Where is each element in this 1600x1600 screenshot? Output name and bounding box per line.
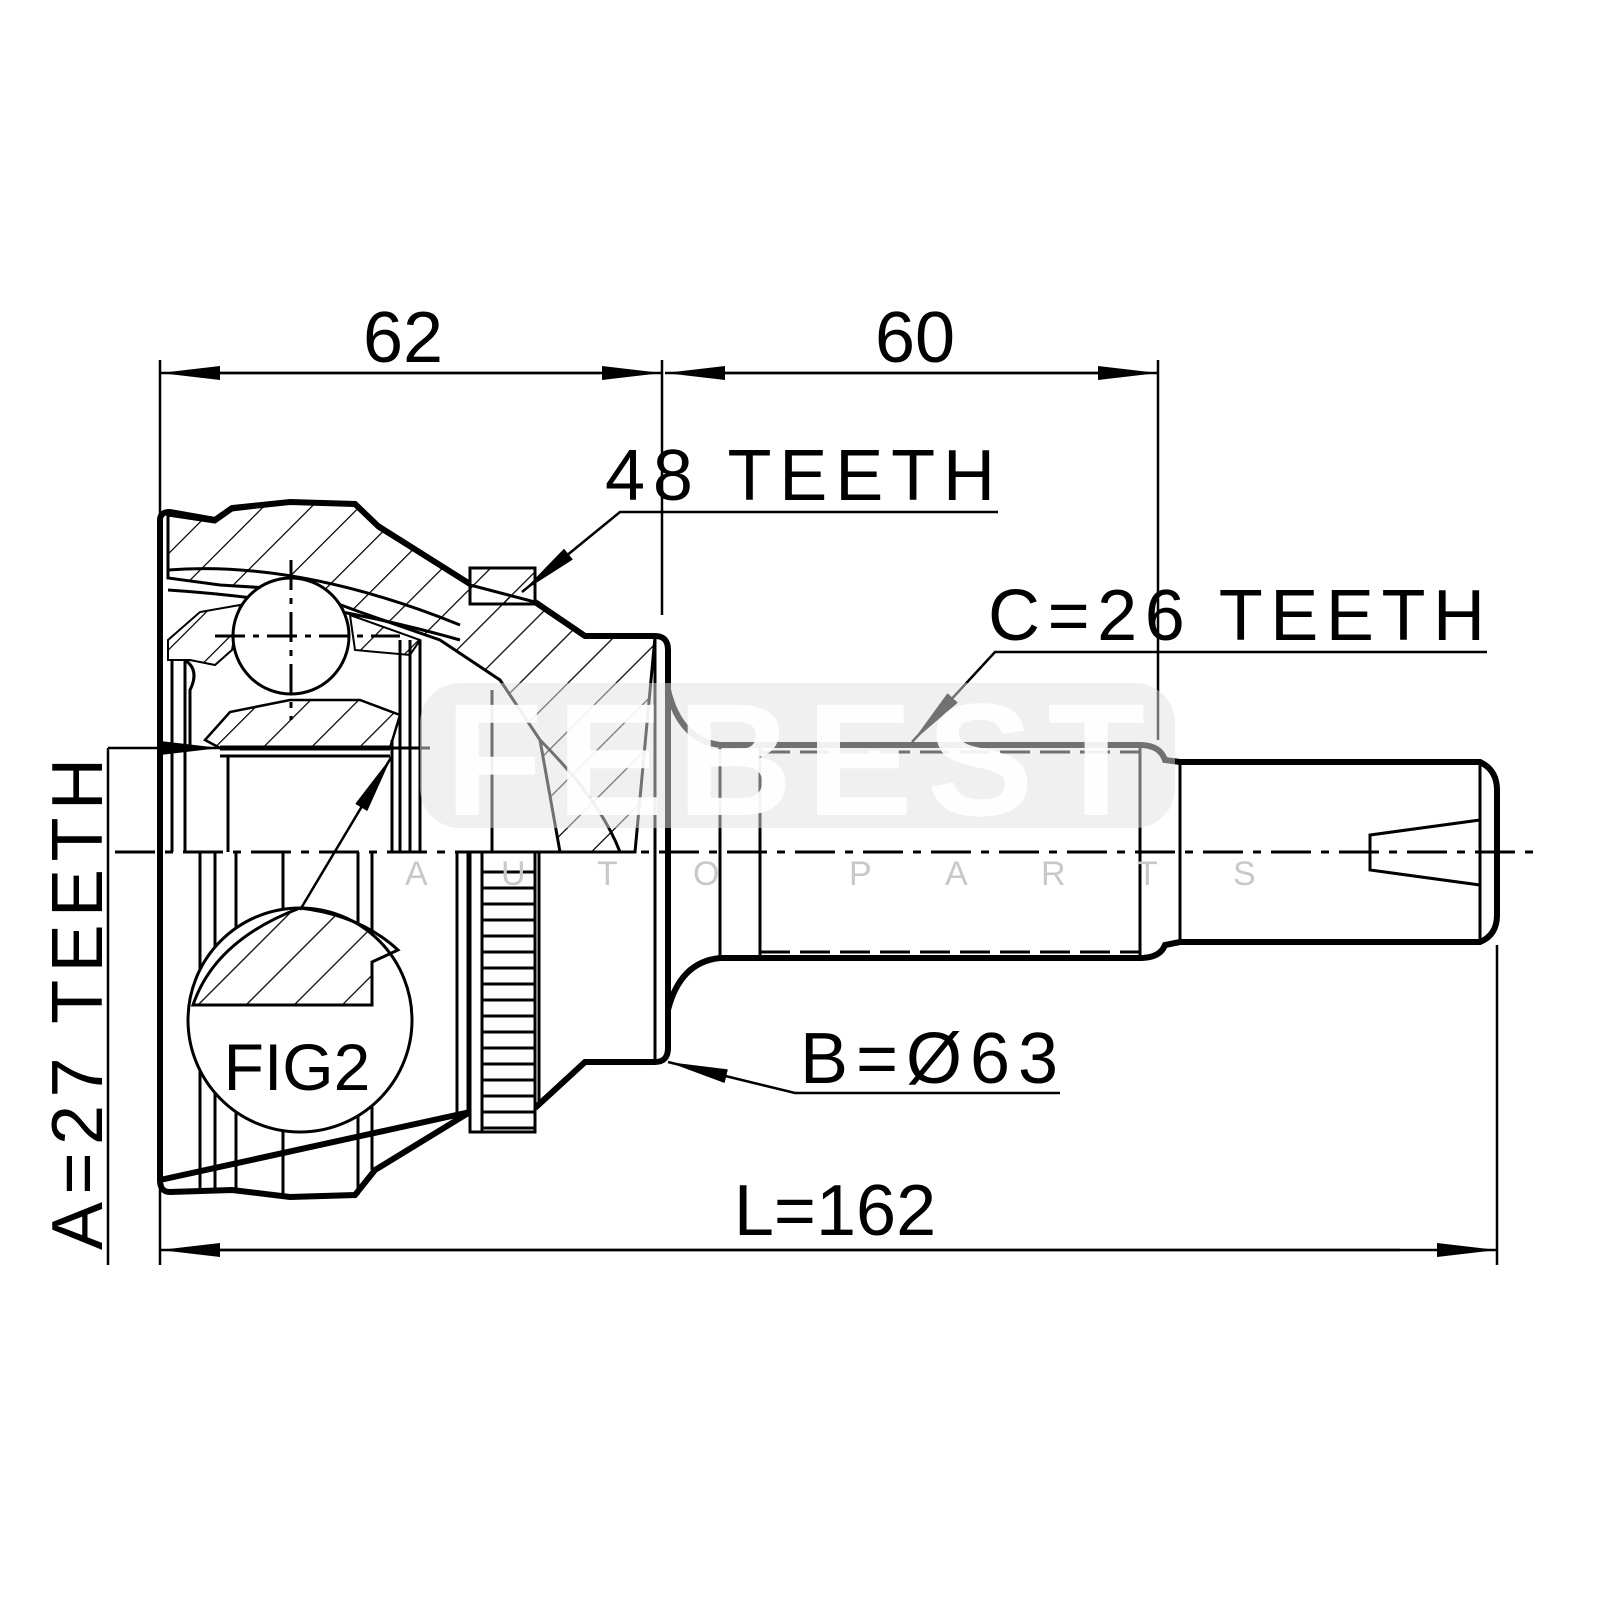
spline-c-label: C=26 TEETH bbox=[988, 576, 1485, 656]
fig2-label: FIG2 bbox=[224, 1030, 371, 1104]
dimensions bbox=[106, 360, 1499, 1265]
teeth-48-label: 48 TEETH bbox=[605, 436, 995, 516]
diameter-b-label: B=Ø63 bbox=[800, 1019, 1058, 1099]
dimension-60: 60 bbox=[875, 298, 955, 378]
watermark-letter: T bbox=[1137, 855, 1158, 893]
spline-a-label: A=27 TEETH bbox=[38, 758, 118, 1250]
abs-ring bbox=[468, 566, 537, 1134]
watermark-letter: P bbox=[849, 855, 872, 893]
fig2-detail: FIG2 bbox=[186, 755, 414, 1134]
watermark-letter: A bbox=[945, 855, 968, 893]
watermark-letter: O bbox=[693, 855, 719, 893]
watermark-background bbox=[420, 683, 1175, 828]
watermark-letter: T bbox=[597, 855, 618, 893]
length-l-label: L=162 bbox=[734, 1171, 936, 1251]
dimension-62: 62 bbox=[363, 298, 443, 378]
watermark-letter: R bbox=[1041, 855, 1066, 893]
watermark-letter: S bbox=[1233, 855, 1256, 893]
watermark-letter: U bbox=[501, 855, 526, 893]
watermark-letter: A bbox=[405, 855, 428, 893]
